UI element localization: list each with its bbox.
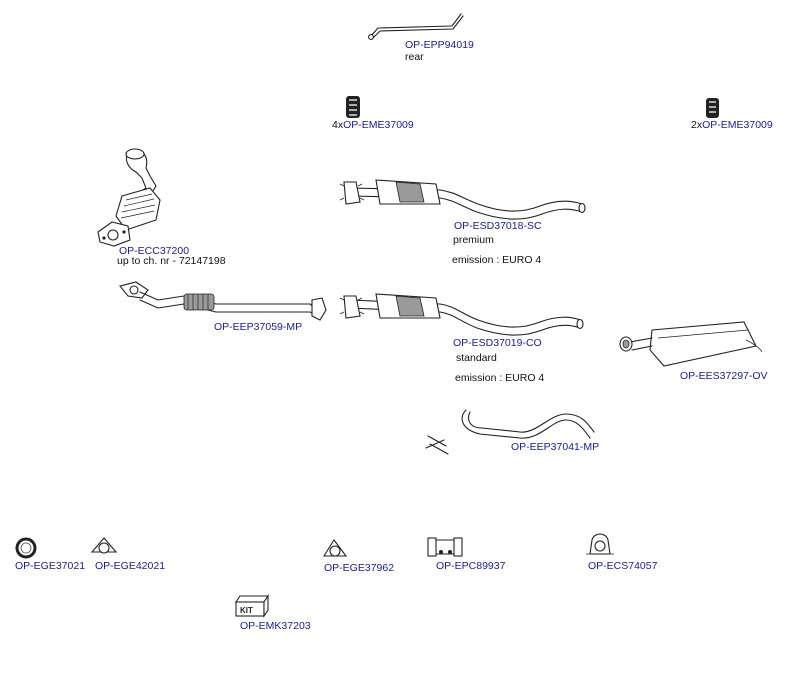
part-note-catalytic-converter: up to ch. nr - 72147198 — [117, 255, 226, 267]
part-label-rear-pipe: OP-EPP94019 rear — [405, 39, 474, 63]
kit-box-text: KIT — [240, 606, 253, 615]
part-code-link[interactable]: OP-EGE42021 — [95, 560, 166, 572]
part-label-clamp: OP-ECS74057 — [588, 560, 657, 572]
part-code-link[interactable]: OP-EME37009 — [343, 119, 414, 131]
part-note-premium: premium — [453, 234, 494, 246]
part-code-link[interactable]: OP-EEP37041-MP — [511, 441, 600, 453]
part-code-link[interactable]: OP-EME37009 — [702, 119, 773, 131]
part-label-gasket-ring: OP-EGE37021 — [15, 560, 85, 572]
part-note: emission : EURO 4 — [452, 254, 542, 266]
quantity-prefix: 4x — [332, 119, 344, 131]
part-note-emission: emission : EURO 4 — [452, 254, 541, 266]
gasket-ring-drawing[interactable] — [15, 537, 37, 559]
part-note-standard: standard — [456, 352, 497, 364]
quantity-prefix: 2x — [691, 119, 703, 131]
part-label-mounting-kit: OP-EMK37203 — [240, 620, 311, 632]
part-note: premium — [453, 234, 494, 246]
rubber-mount-drawing[interactable] — [706, 98, 719, 118]
rear-silencer-drawing[interactable] — [619, 321, 763, 367]
rubber-mount-drawing[interactable] — [346, 96, 360, 118]
part-label-catalytic-converter: OP-ECC37200 — [119, 245, 189, 257]
part-code-link[interactable]: OP-ECS74057 — [588, 560, 658, 572]
part-code-link[interactable]: OP-EPC89937 — [436, 560, 506, 572]
part-code-link[interactable]: OP-EGE37021 — [15, 560, 86, 572]
flange-gasket-drawing[interactable] — [323, 539, 348, 557]
part-label-silencer-standard: OP-ESD37019-CO — [453, 337, 542, 349]
part-code-link[interactable]: OP-ECC37200 — [119, 245, 190, 257]
part-label-flange-gasket: OP-EGE42021 — [95, 560, 165, 572]
part-code-link[interactable]: OP-EEP37059-MP — [214, 321, 303, 333]
catalytic-converter-drawing[interactable] — [97, 148, 161, 247]
part-label-rubber-mount-2x: 2xOP-EME37009 — [691, 119, 773, 131]
rear-pipe-drawing[interactable] — [368, 13, 464, 40]
part-note: up to ch. nr - 72147198 — [117, 255, 226, 267]
part-label-pipe-connector: OP-EPC89937 — [436, 560, 505, 572]
part-label-rubber-mount-4x: 4xOP-EME37009 — [332, 119, 414, 131]
part-label-tail-pipe: OP-EEP37041-MP — [511, 441, 599, 453]
part-code-link[interactable]: OP-EPP94019 — [405, 39, 474, 51]
clamp-drawing[interactable] — [586, 533, 614, 555]
front-pipe-drawing[interactable] — [119, 281, 327, 321]
part-label-silencer-premium: OP-ESD37018-SC — [454, 220, 542, 232]
part-code-link[interactable]: OP-ESD37018-SC — [454, 220, 542, 232]
part-label-rear-silencer: OP-EES37297-OV — [680, 370, 768, 382]
middle-silencer-standard-drawing[interactable] — [339, 293, 584, 336]
part-code-link[interactable]: OP-EGE37962 — [324, 562, 395, 574]
part-note: standard — [456, 352, 497, 364]
tail-pipe-drawing[interactable] — [461, 409, 595, 439]
part-code-link[interactable]: OP-EMK37203 — [240, 620, 311, 632]
middle-silencer-premium-drawing[interactable] — [339, 179, 586, 220]
part-code-link[interactable]: OP-ESD37019-CO — [453, 337, 542, 349]
part-code-link[interactable]: OP-EES37297-OV — [680, 370, 768, 382]
pipe-stub-drawing — [425, 435, 449, 455]
part-note-emission: emission : EURO 4 — [455, 372, 544, 384]
part-label-front-pipe: OP-EEP37059-MP — [214, 321, 302, 333]
pipe-connector-drawing[interactable] — [427, 537, 463, 557]
part-label-flange-gasket: OP-EGE37962 — [324, 562, 394, 574]
flange-gasket-drawing[interactable] — [90, 537, 118, 554]
part-note: rear — [405, 51, 424, 63]
part-note: emission : EURO 4 — [455, 372, 545, 384]
mounting-kit-box-drawing[interactable]: KIT — [234, 594, 270, 618]
